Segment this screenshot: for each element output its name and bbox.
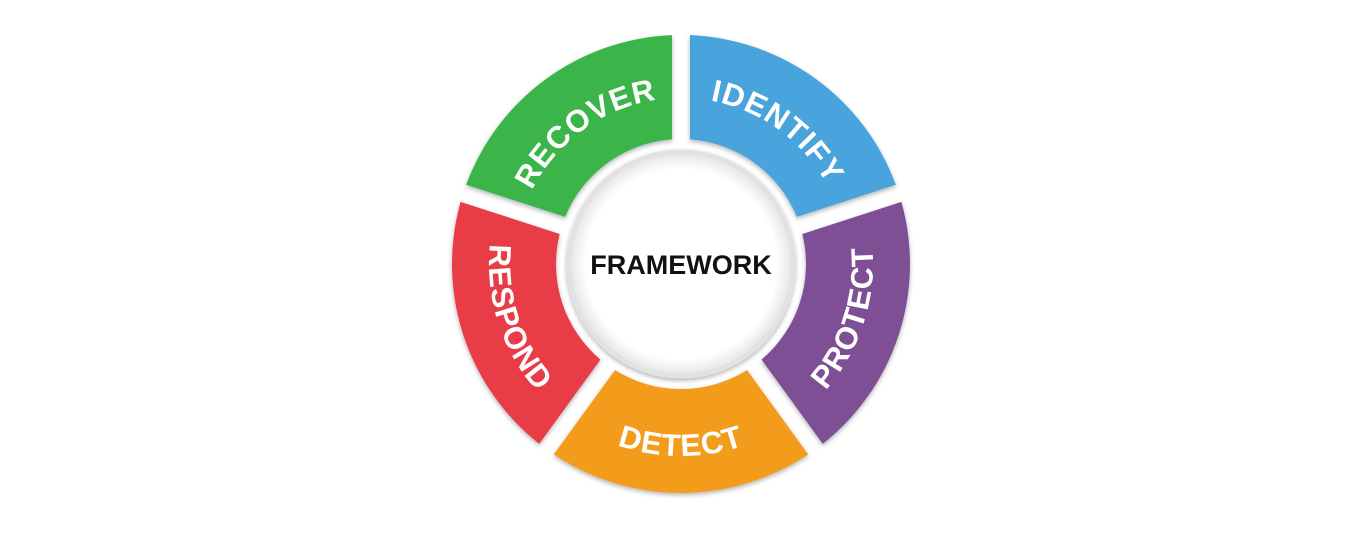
- segment-detect-shape: [553, 370, 809, 493]
- segment-detect: DETECT: [553, 370, 809, 493]
- segment-recover-shape: [466, 35, 672, 217]
- center-label: FRAMEWORK: [590, 250, 772, 280]
- segment-identify-shape: [690, 35, 896, 217]
- segment-protect: PROTECT: [761, 201, 911, 444]
- segment-protect-shape: [761, 201, 911, 444]
- segment-respond: RESPOND: [452, 201, 601, 444]
- segment-respond-shape: [452, 201, 601, 444]
- center-circle: FRAMEWORK: [566, 149, 796, 379]
